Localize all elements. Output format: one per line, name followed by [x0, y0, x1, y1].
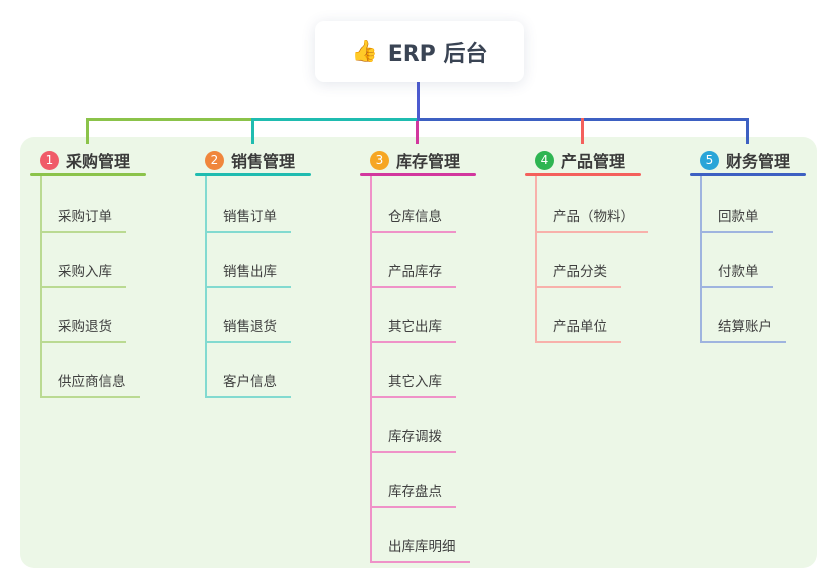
root-title: ERP 后台: [387, 41, 488, 67]
branch-item[interactable]: 其它出库: [370, 315, 456, 343]
branch-item[interactable]: 采购订单: [40, 205, 126, 233]
branch-spine-line: [535, 176, 537, 341]
root-node[interactable]: 👍 ERP 后台: [315, 21, 524, 82]
branch-title-underline: [195, 173, 311, 176]
branch-item[interactable]: 库存调拨: [370, 425, 456, 453]
branch-1: 1 采购管理采购订单采购入库采购退货供应商信息: [30, 146, 146, 404]
branch-item[interactable]: 结算账户: [700, 315, 786, 343]
branch-title-label: 采购管理: [66, 152, 131, 171]
branch-title[interactable]: 1 采购管理: [40, 148, 130, 172]
branch-title-underline: [525, 173, 641, 176]
connector-drop: [416, 121, 419, 144]
branch-number-badge: 3: [370, 150, 389, 170]
branch-item[interactable]: 仓库信息: [370, 205, 456, 233]
branch-number-badge: 4: [535, 150, 554, 170]
branch-item[interactable]: 销售出库: [205, 260, 291, 288]
branch-3: 3 库存管理仓库信息产品库存其它出库其它入库库存调拨库存盘点出库库明细: [360, 146, 476, 569]
connector-bus-left-teal: [251, 118, 420, 121]
branch-item[interactable]: 销售退货: [205, 315, 291, 343]
branch-item[interactable]: 出库库明细: [370, 535, 470, 563]
branch-item[interactable]: 付款单: [700, 260, 773, 288]
branch-4: 4 产品管理产品（物料） 产品分类产品单位: [525, 146, 648, 349]
branch-item[interactable]: 其它入库: [370, 370, 456, 398]
branch-item[interactable]: 库存盘点: [370, 480, 456, 508]
branch-title-label: 产品管理: [561, 152, 626, 171]
branch-title-underline: [30, 173, 146, 176]
branch-title-label: 销售管理: [231, 152, 296, 171]
branch-item[interactable]: 采购退货: [40, 315, 126, 343]
branch-item[interactable]: 产品单位: [535, 315, 621, 343]
branch-number-badge: 5: [700, 150, 719, 170]
branch-2: 2 销售管理销售订单销售出库销售退货客户信息: [195, 146, 311, 404]
connector-bus-left-green: [86, 118, 254, 121]
branch-item[interactable]: 产品库存: [370, 260, 456, 288]
branch-item[interactable]: 产品（物料）: [535, 205, 648, 233]
branch-item[interactable]: 采购入库: [40, 260, 126, 288]
connector-drop: [251, 118, 254, 144]
branch-spine-line: [700, 176, 702, 341]
branch-5: 5 财务管理回款单付款单结算账户: [690, 146, 806, 349]
branch-title[interactable]: 2 销售管理: [205, 148, 295, 172]
branch-spine-line: [370, 176, 372, 561]
branch-title-label: 财务管理: [726, 152, 791, 171]
branch-item[interactable]: 客户信息: [205, 370, 291, 398]
branch-number-badge: 1: [40, 150, 59, 170]
connector-drop: [86, 118, 89, 144]
branch-title-label: 库存管理: [396, 152, 461, 171]
branch-title[interactable]: 3 库存管理: [370, 148, 460, 172]
branch-title-underline: [690, 173, 806, 176]
branch-title[interactable]: 4 产品管理: [535, 148, 625, 172]
thumbs-up-icon: 👍: [351, 39, 378, 63]
branch-item[interactable]: 回款单: [700, 205, 773, 233]
branch-item[interactable]: 供应商信息: [40, 370, 140, 398]
branch-title-underline: [360, 173, 476, 176]
mindmap-panel: [20, 137, 817, 568]
branch-number-badge: 2: [205, 150, 224, 170]
connector-drop: [581, 118, 584, 144]
connector-drop: [746, 118, 749, 144]
branch-title[interactable]: 5 财务管理: [700, 148, 790, 172]
branch-item[interactable]: 销售订单: [205, 205, 291, 233]
branch-item[interactable]: 产品分类: [535, 260, 621, 288]
connector-root-stub: [417, 82, 420, 121]
